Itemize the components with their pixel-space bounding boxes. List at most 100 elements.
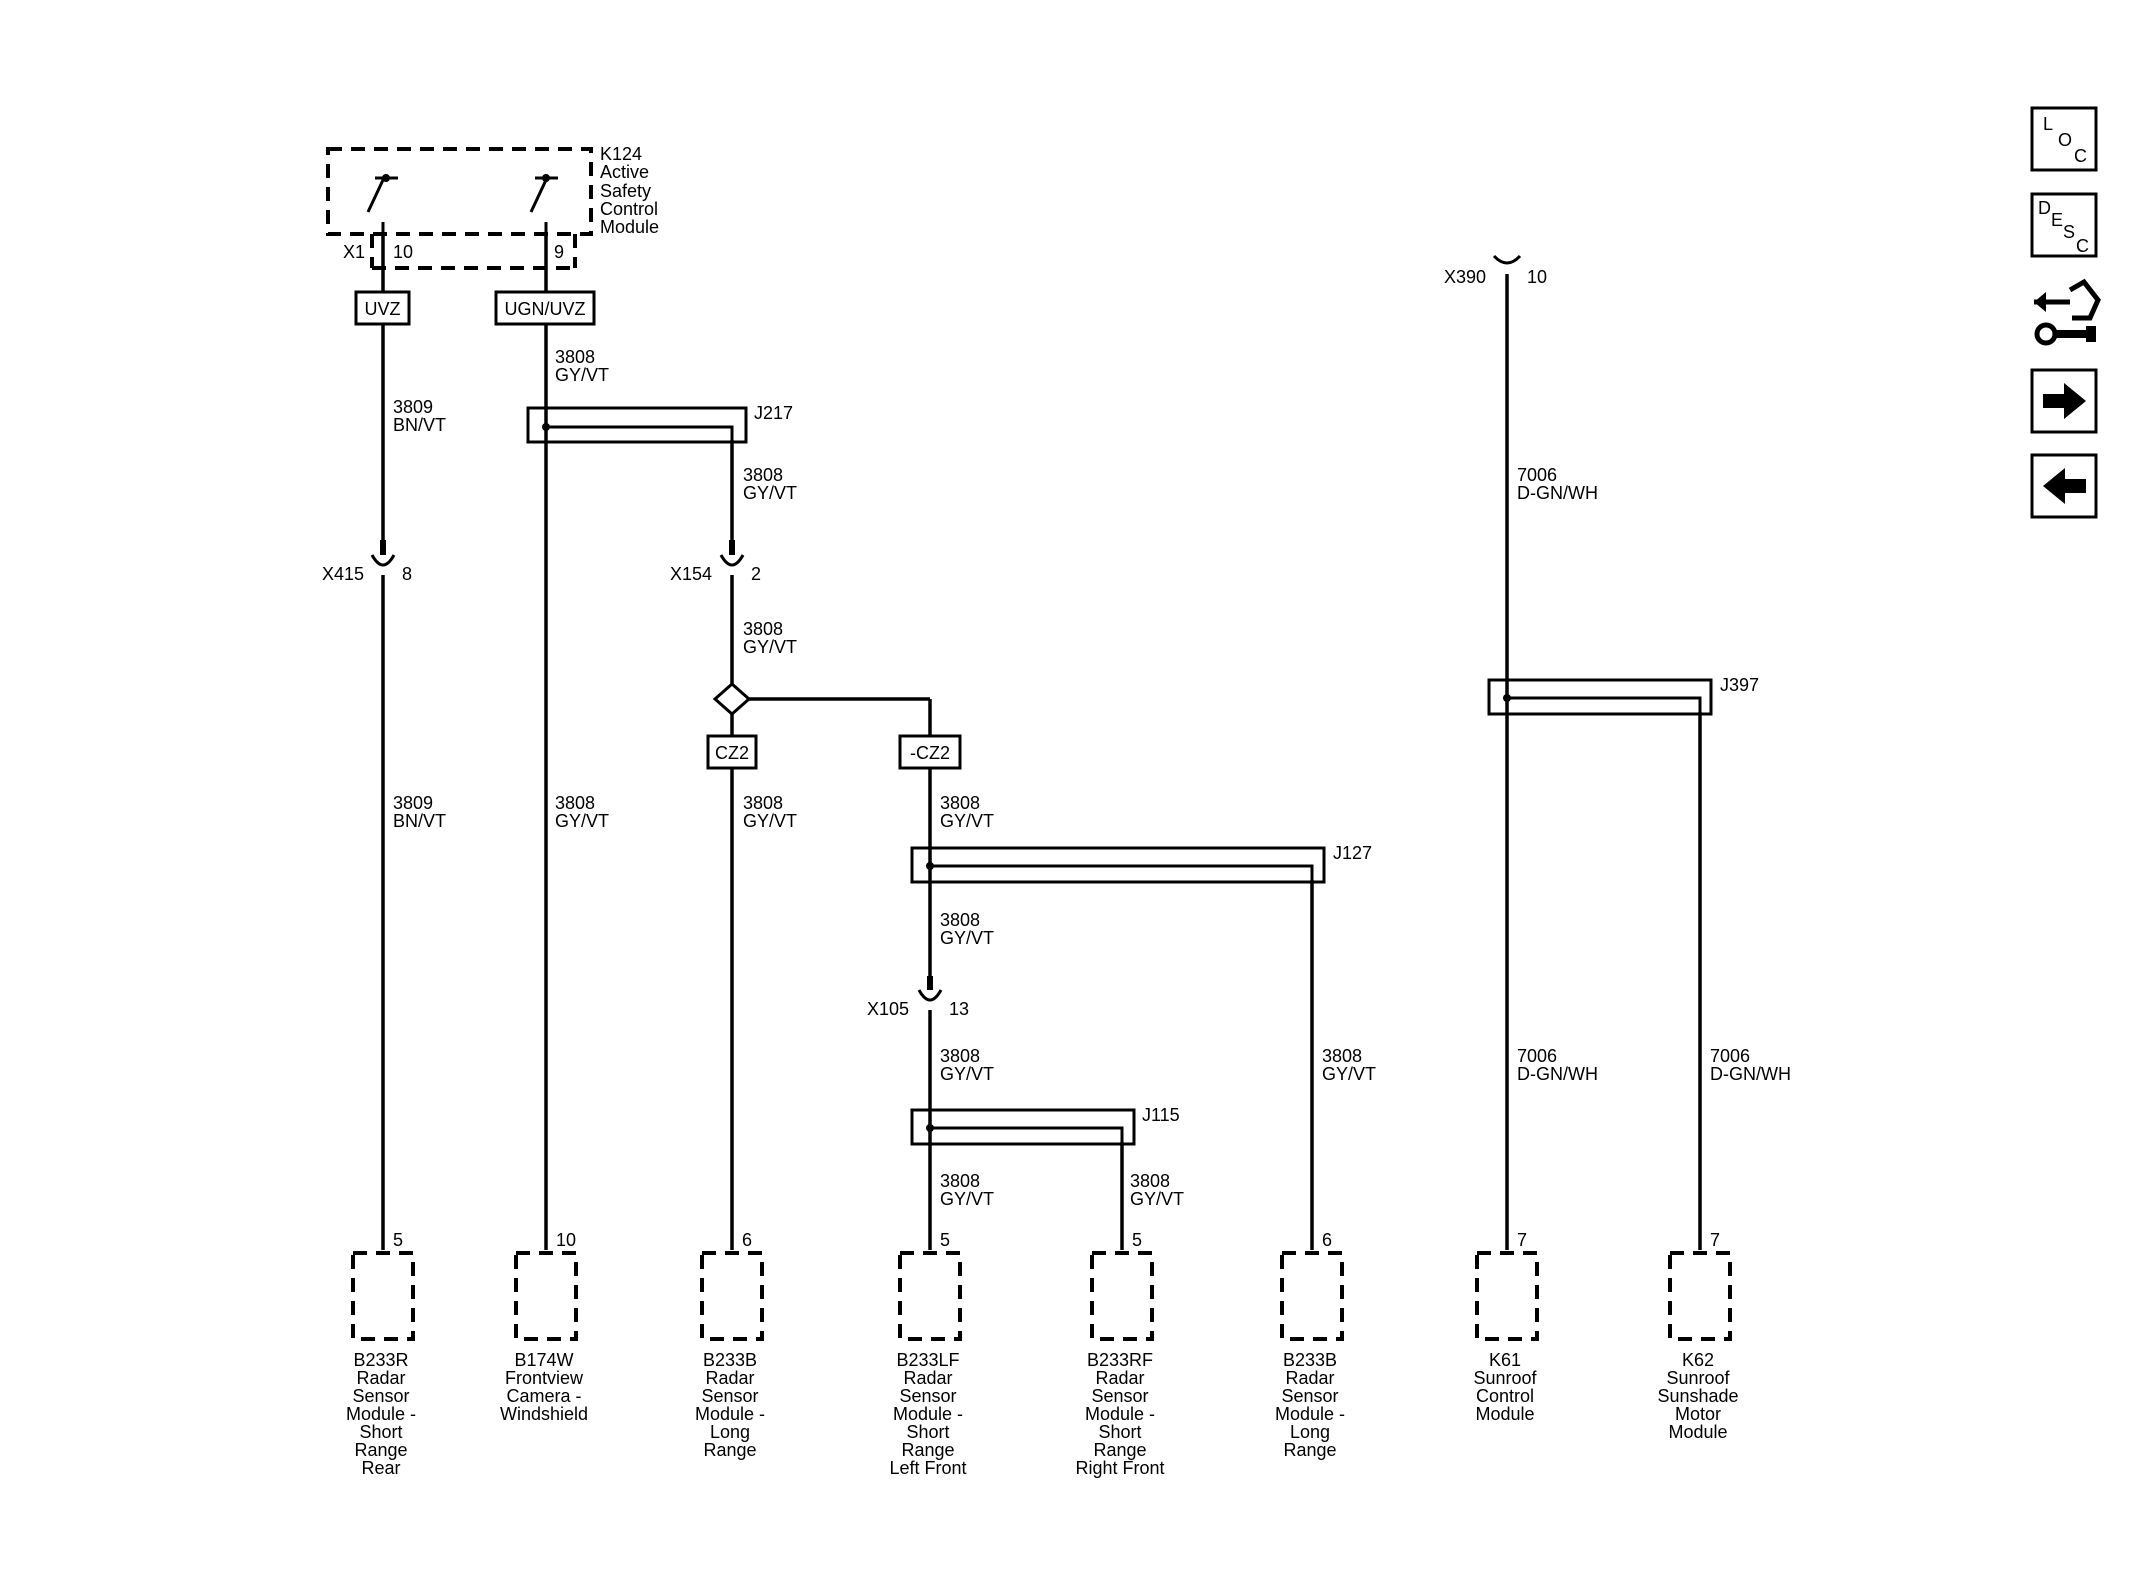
wire-labels: 3809 BN/VT 3809 BN/VT 3808 GY/VT 3808 GY… [393, 347, 1791, 1209]
component-label-line: Short [1098, 1422, 1141, 1442]
component-label-line: Sensor [701, 1386, 758, 1406]
component-label-line: Sunroof [1666, 1368, 1730, 1388]
wire-label-number: 3808 [743, 619, 783, 639]
component-pin: 7 [1710, 1230, 1720, 1250]
component-label-line: Module - [695, 1404, 765, 1424]
k124-module: K124 Active Safety Control Module X1 10 … [326, 144, 659, 270]
component-box [1090, 1251, 1154, 1341]
wire-label-number: 7006 [1517, 465, 1557, 485]
component-label-line: Range [703, 1440, 756, 1460]
previous-button[interactable] [2030, 453, 2098, 519]
component-label-line: Module [1475, 1404, 1534, 1424]
loc-button[interactable]: L O C [2030, 106, 2098, 172]
component-label-line: B233RF [1087, 1350, 1153, 1370]
svg-text:UGN/UVZ: UGN/UVZ [505, 299, 586, 319]
inline-connector-x390: X390 10 [1444, 254, 1547, 287]
component-label-line: Sunroof [1473, 1368, 1537, 1388]
component-label-line: Short [359, 1422, 402, 1442]
wire-label-number: 3808 [940, 1046, 980, 1066]
k124-name-2: Safety [600, 181, 651, 201]
component-label-line: B233R [353, 1350, 408, 1370]
wire-label-color: GY/VT [940, 811, 994, 831]
arrow-left-icon [2043, 468, 2086, 504]
component-label-line: Short [906, 1422, 949, 1442]
k124-connector: X1 [343, 242, 365, 262]
svg-text:J127: J127 [1333, 843, 1372, 863]
wire-label-number: 3808 [743, 793, 783, 813]
option-ugn-uvz: UGN/UVZ [494, 290, 596, 326]
k124-ref: K124 [600, 144, 642, 164]
component-label-line: Module - [1085, 1404, 1155, 1424]
wire-label-color: GY/VT [1130, 1189, 1184, 1209]
svg-text:C: C [2074, 146, 2087, 166]
option-uvz: UVZ [354, 290, 411, 326]
component-label-line: Module - [893, 1404, 963, 1424]
component-label-line: K61 [1489, 1350, 1521, 1370]
component-label-line: B174W [514, 1350, 573, 1370]
component-label-line: Motor [1675, 1404, 1721, 1424]
component-label-line: Left Front [889, 1458, 966, 1478]
component-box [1280, 1251, 1344, 1341]
wire-label-number: 7006 [1517, 1046, 1557, 1066]
wire-label-color: D-GN/WH [1517, 1064, 1598, 1084]
wire-label-number: 3809 [393, 793, 433, 813]
inline-connector-x415: X415 8 [322, 540, 412, 584]
switch-contact-right [529, 174, 558, 234]
component-label-line: Long [1290, 1422, 1330, 1442]
svg-text:J397: J397 [1720, 675, 1759, 695]
component-label-line: Windshield [500, 1404, 588, 1424]
svg-text:10: 10 [1527, 267, 1547, 287]
component-box [898, 1251, 962, 1341]
k124-pin-9: 9 [554, 242, 564, 262]
component-pin: 6 [742, 1230, 752, 1250]
component-box [514, 1251, 578, 1341]
wire-label-number: 3808 [940, 793, 980, 813]
component-pin: 10 [556, 1230, 576, 1250]
desc-icon: D E S C [2038, 198, 2089, 256]
component-label-line: Frontview [505, 1368, 584, 1388]
desc-button[interactable]: D E S C [2030, 192, 2098, 258]
component-label-line: Radar [903, 1368, 952, 1388]
wire-label-color: GY/VT [1322, 1064, 1376, 1084]
svg-text:X390: X390 [1444, 267, 1486, 287]
component-label-line: Module - [346, 1404, 416, 1424]
wire-label-color: GY/VT [555, 811, 609, 831]
splice-j397: J397 [1487, 675, 1759, 716]
component-label-line: K62 [1682, 1350, 1714, 1370]
k124-name-1: Active [600, 162, 649, 182]
wire-label-number: 3809 [393, 397, 433, 417]
wire-label-number: 3808 [1322, 1046, 1362, 1066]
connector-button[interactable] [2034, 278, 2101, 346]
connector-wrench-icon [2034, 278, 2101, 346]
next-button[interactable] [2030, 368, 2098, 434]
svg-text:13: 13 [949, 999, 969, 1019]
splice-j115: J115 [910, 1105, 1180, 1146]
component-box [351, 1251, 415, 1341]
svg-text:O: O [2058, 130, 2072, 150]
component-pin: 6 [1322, 1230, 1332, 1250]
svg-text:L: L [2043, 114, 2053, 134]
wire-label-color: GY/VT [555, 365, 609, 385]
svg-text:J115: J115 [1142, 1105, 1180, 1125]
wire-label-number: 3808 [940, 910, 980, 930]
component-pin: 5 [393, 1230, 403, 1250]
arrow-right-icon [2043, 383, 2086, 419]
component-label-line: Range [1283, 1440, 1336, 1460]
wire-label-color: GY/VT [940, 1189, 994, 1209]
component-label-line: Sensor [1091, 1386, 1148, 1406]
wire-label-number: 3808 [940, 1171, 980, 1191]
svg-text:X154: X154 [670, 564, 712, 584]
svg-text:J217: J217 [754, 403, 793, 423]
wire-label-color: GY/VT [743, 811, 797, 831]
wire-label-number: 3808 [555, 347, 595, 367]
component-label-line: Sensor [1281, 1386, 1338, 1406]
wire-label-color: GY/VT [940, 1064, 994, 1084]
switch-contact-left [366, 174, 398, 234]
loc-icon: L O C [2043, 114, 2087, 166]
component-label-line: B233LF [896, 1350, 959, 1370]
svg-text:X415: X415 [322, 564, 364, 584]
component-label-line: Control [1476, 1386, 1534, 1406]
component-label-line: Sunshade [1657, 1386, 1738, 1406]
